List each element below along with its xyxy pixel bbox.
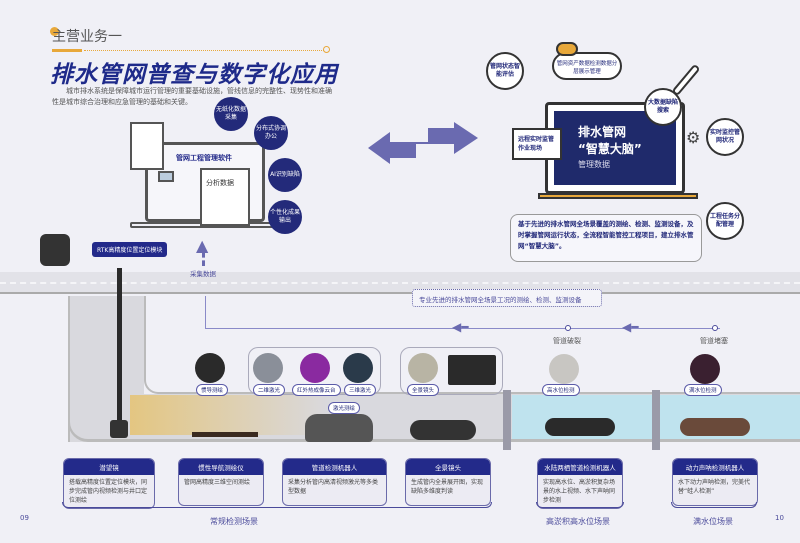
brain-title: 排水管网 (578, 125, 627, 139)
cloud-accent (556, 42, 578, 56)
arrow-left-icon: ◀━ (452, 320, 469, 334)
thumb-label: 满水位检测 (684, 384, 722, 396)
divider (52, 49, 82, 52)
gear-icon: ⚙ (686, 128, 701, 147)
scene-label: 常规检测场景 (210, 517, 258, 526)
arrow-left-icon: ◀━ (622, 320, 639, 334)
device-card: 水陆两栖管道检测机器人实现高水位、高淤积复杂场景的水上视频、水下声呐同步检测 (537, 458, 623, 509)
remote-monitor-bubble: 远程实时监管作业现场 (512, 128, 562, 160)
card-title: 管道检测机器人 (283, 459, 386, 475)
card-body: 实现高水位、高淤积复杂场景的水上视频、水下声呐同步检测 (543, 479, 616, 504)
card-body: 水下动力声呐检测，完美代替“蛙人检测” (678, 479, 751, 495)
scene-label: 高淤积高水位场景 (546, 517, 610, 526)
device-card: 全景镜头生成管内全景展开图，实现缺陷多维度判读 (405, 458, 491, 506)
thumb-label: 高水位检测 (542, 384, 580, 396)
timeline-dot (712, 325, 718, 331)
arrow-shaft (202, 252, 205, 266)
feature-circle: 分布式协调办公 (254, 116, 288, 150)
full-water-thumb (690, 354, 720, 384)
inspection-robot (305, 414, 373, 442)
arrow-up-icon: ▲ (196, 236, 209, 255)
page-number: 09 (20, 514, 29, 522)
software-label: 管网工程管理软件 (176, 154, 232, 162)
page-title: 排水管网普查与数字化应用 (50, 62, 338, 88)
timeline-label: 管道堵塞 (700, 337, 728, 345)
document-icon (130, 122, 164, 170)
thumb-label: 二维激光 (253, 384, 286, 396)
card-body: 管网高精度三维空间测绘 (184, 479, 251, 486)
brain-title-2: “智慧大脑” (578, 142, 642, 156)
device-card: 管道检测机器人采集分析管内高清视频激光等多类型数据 (282, 458, 387, 506)
card-title: 潜望镜 (64, 459, 154, 475)
connector (205, 296, 206, 328)
laser3d-thumb (343, 353, 373, 383)
brain-description: 基于先进的排水管网全场景覆盖的测绘、检测、监测设备，及时掌握管网运行状态，全流程… (510, 214, 702, 262)
feature-circle: AI识别缺陷 (268, 158, 302, 192)
laptop-base (538, 193, 698, 199)
card-title: 动力声呐检测机器人 (673, 459, 757, 475)
card-title: 惯性导航测绘仪 (179, 459, 263, 475)
high-water-thumb (549, 354, 579, 384)
thumb-label: 全景镜头 (407, 384, 440, 396)
image-icon (158, 171, 174, 182)
node-circle: 管网状态智能评估 (486, 52, 524, 90)
sonar-robot (680, 418, 750, 436)
road-lane (0, 282, 800, 284)
card-body: 生成管内全景展开图，实现缺陷多维度判读 (411, 479, 484, 495)
thumb-group (400, 347, 503, 395)
scene-label: 满水位场景 (693, 517, 733, 526)
pillar (652, 390, 660, 450)
card-title: 全景镜头 (406, 459, 490, 475)
timeline-dot (565, 325, 571, 331)
scene-brace (536, 502, 624, 508)
pillar (503, 390, 511, 450)
device-card: 惯性导航测绘仪管网高精度三维空间测绘 (178, 458, 264, 506)
cloud-icon: 管网资产数据检测数据分层展示管理 (552, 52, 622, 80)
scene-brace (671, 502, 757, 508)
light-beam (130, 395, 330, 435)
timeline-label: 管道破裂 (553, 337, 581, 345)
laser-survey-tag: 激光测绘 (328, 402, 361, 414)
amphibious-robot (545, 418, 615, 436)
rtk-tag: RTK高精度位置定位模块 (92, 242, 168, 257)
device-card: 动力声呐检测机器人水下动力声呐检测，完美代替“蛙人检测” (672, 458, 758, 506)
bidirectional-arrow-icon (368, 122, 478, 164)
device-card: 潜望镜搭载高精度位置定位模块，同步完成管内视频检测与井口定位测绘 (63, 458, 155, 509)
section-dot (50, 27, 59, 36)
card-body: 采集分析管内高清视频激光等多类型数据 (288, 479, 379, 495)
timeline (205, 328, 720, 329)
intro-text: 城市排水系统是保障城市运行管理的重要基础设施，管线信息的完整性、现势性和准确性是… (52, 87, 332, 106)
panorama-thumb (408, 353, 438, 383)
thumb-label: 惯导测绘 (196, 384, 229, 396)
thumb-label: 红外热成像云台 (292, 384, 341, 396)
page-number: 10 (775, 514, 784, 522)
doc-label: 分析数据 (206, 179, 234, 187)
feature-circle: 无纸化数据采集 (214, 97, 248, 131)
section-label: 主营业务一 (52, 29, 122, 45)
inertial-device (192, 432, 258, 437)
brain-subtitle: 管理数据 (578, 160, 610, 169)
divider (84, 50, 324, 51)
panorama-screen (448, 355, 496, 385)
analysis-doc: 分析数据 (200, 168, 250, 226)
collect-label: 采集数据 (190, 270, 216, 278)
laser2d-thumb (253, 353, 283, 383)
divider-end (323, 46, 330, 53)
infrared-thumb (300, 353, 330, 383)
cable-reel-icon (40, 234, 70, 266)
equipment-note: 专业先进的排水管网全场景工况的测绘、检测、监测设备 (412, 289, 602, 307)
node-circle: 实时监控管网状况 (706, 118, 744, 156)
card-title: 水陆两栖管道检测机器人 (538, 459, 622, 475)
scene-brace (62, 502, 492, 508)
inertial-thumb (195, 353, 225, 383)
thumb-label: 三维激光 (344, 384, 377, 396)
periscope-pole (117, 268, 122, 428)
magnifier-handle (671, 63, 701, 97)
feature-circle: 个性化成果输出 (268, 200, 302, 234)
card-body: 搭载高精度位置定位模块，同步完成管内视频检测与井口定位测绘 (69, 479, 148, 504)
panorama-robot (410, 420, 476, 440)
periscope-camera (110, 420, 128, 438)
node-circle: 工程任务分配管理 (706, 202, 744, 240)
